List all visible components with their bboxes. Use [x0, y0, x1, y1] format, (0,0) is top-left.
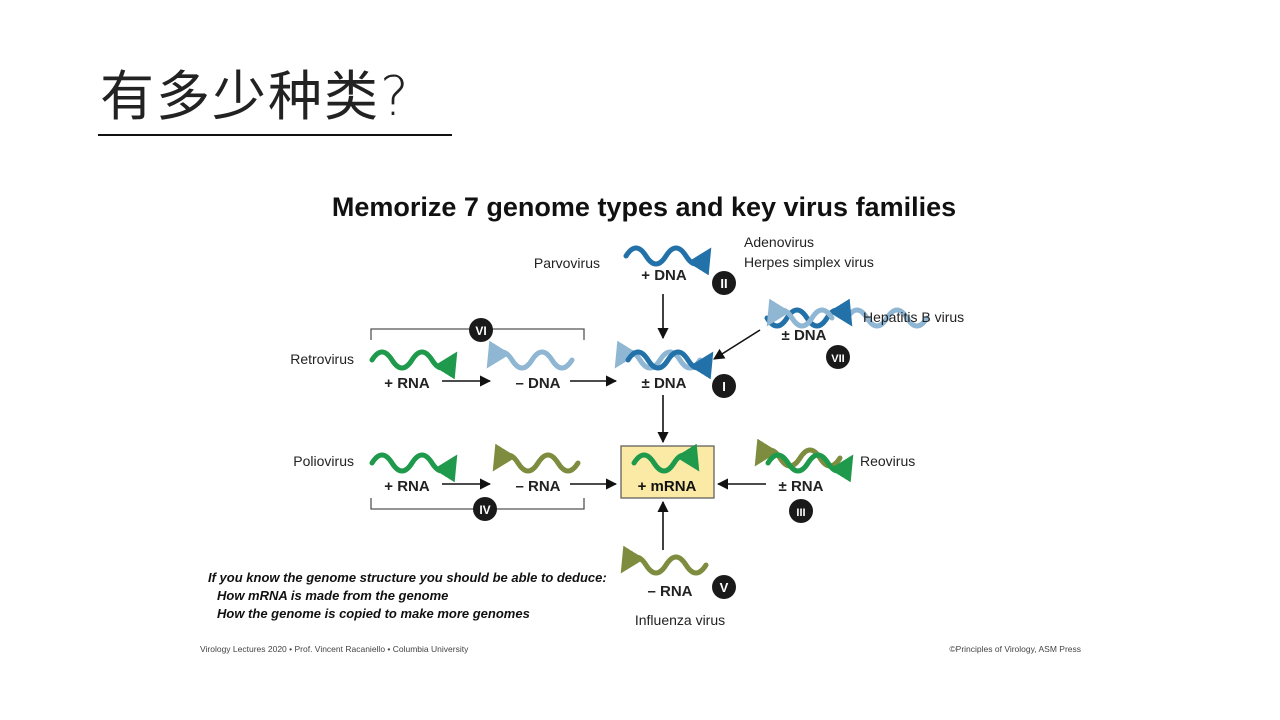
wave-polio-minus-rna	[492, 443, 581, 474]
node-pm-dna-hepb: ± DNA	[782, 327, 827, 344]
wave-hepb-light	[766, 298, 835, 329]
badge-class-I	[712, 374, 736, 398]
wave-reo-plus	[765, 452, 854, 483]
badge-class-IV	[473, 497, 497, 521]
label-reovirus: Reovirus	[860, 453, 915, 469]
badge-class-II	[712, 271, 736, 295]
wave-reo-minus	[754, 438, 843, 469]
label-influenza: Influenza virus	[635, 612, 725, 628]
genome-figure: Memorize 7 genome types and key virus fa…	[192, 176, 1087, 670]
note-line-1: If you know the genome structure you sho…	[208, 570, 607, 585]
badge-class-VI-label: VI	[475, 324, 486, 338]
badge-class-I-label: I	[722, 379, 726, 394]
node-minus-rna-flu: – RNA	[647, 583, 692, 600]
wave-mrna	[631, 443, 700, 474]
wave-polio-plus-rna	[369, 452, 458, 483]
badge-class-V-label: V	[720, 580, 729, 595]
node-minus-rna-polio: – RNA	[515, 478, 560, 495]
node-plus-rna-retro: + RNA	[384, 375, 430, 392]
badge-class-VII-label: VII	[831, 353, 844, 365]
label-adenovirus: Adenovirus	[744, 234, 814, 250]
node-mrna: + mRNA	[638, 478, 697, 495]
label-herpes: Herpes simplex virus	[744, 254, 874, 270]
badge-class-IV-label: IV	[479, 503, 490, 517]
badge-class-V	[712, 575, 736, 599]
note-line-2: How mRNA is made from the genome	[217, 588, 448, 603]
node-minus-dna-retro: – DNA	[515, 375, 560, 392]
node-plus-rna-polio: + RNA	[384, 478, 430, 495]
badge-class-II-label: II	[720, 276, 727, 291]
wave-plus-dna	[623, 245, 712, 276]
wave-hepb-minus	[844, 307, 930, 329]
node-pm-dna-center: ± DNA	[642, 375, 687, 392]
badge-class-VII	[826, 345, 850, 369]
footer-right: ©Principles of Virology, ASM Press	[949, 644, 1081, 654]
arrow-VII-to-I	[713, 329, 761, 360]
badge-class-VI	[469, 318, 493, 342]
wave-flu-minus-rna	[620, 545, 709, 576]
note-line-3: How the genome is copied to make more ge…	[217, 606, 530, 621]
label-poliovirus: Poliovirus	[293, 453, 354, 469]
slide-title: 有多少种类?	[100, 65, 411, 128]
label-retrovirus: Retrovirus	[290, 351, 354, 367]
wave-retro-plus-rna	[369, 349, 458, 380]
figure-heading: Memorize 7 genome types and key virus fa…	[332, 192, 956, 222]
label-hepatitis-b: Hepatitis B virus	[863, 309, 964, 325]
node-pm-rna-reo: ± RNA	[779, 478, 824, 495]
genome-diagram: Memorize 7 genome types and key virus fa…	[200, 192, 1081, 654]
badge-class-III	[789, 499, 813, 523]
title-underline	[98, 134, 452, 136]
footer-left: Virology Lectures 2020 • Prof. Vincent R…	[200, 644, 469, 654]
label-parvovirus: Parvovirus	[534, 255, 600, 271]
badge-class-III-label: III	[796, 507, 805, 519]
node-plus-dna: + DNA	[641, 267, 687, 284]
wave-retro-minus-dna	[486, 340, 575, 371]
wave-center-dna	[625, 349, 714, 380]
